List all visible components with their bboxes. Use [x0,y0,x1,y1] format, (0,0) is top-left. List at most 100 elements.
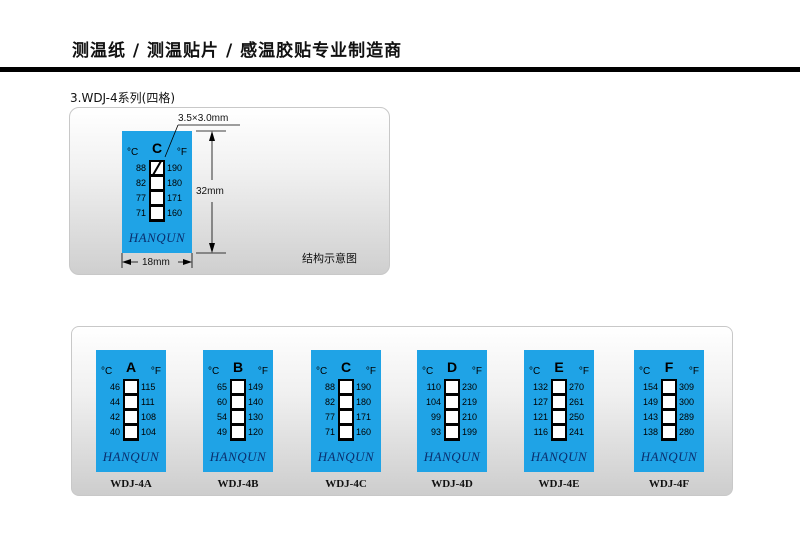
indicator-cell [553,411,565,423]
product-series-panel [71,326,733,496]
celsius-value: 44 [109,397,120,407]
celsius-value: 93 [430,427,441,437]
fahrenheit-value: 309 [679,382,695,392]
indicator-cell [125,396,137,408]
celsius-value: 154 [642,382,658,392]
fahrenheit-value: 171 [356,412,372,422]
fahrenheit-column: 190 180 171 160 [167,161,189,221]
celsius-unit: °C [101,366,113,377]
fahrenheit-value: 289 [679,412,695,422]
indicator-cell [663,396,675,408]
fahrenheit-value: 280 [679,427,695,437]
fahrenheit-value: 270 [569,382,585,392]
grade-letter: D [446,359,458,375]
indicator-cell [232,411,244,423]
celsius-unit: °C [422,366,434,377]
model-caption: WDJ-4B [217,478,259,490]
celsius-unit: °C [529,366,541,377]
indicator-cell [232,396,244,408]
fahrenheit-unit: °F [471,366,482,377]
indicator-cell [553,381,565,393]
height-dimension: 32mm [196,186,224,197]
brand-logo: HANQUN [317,449,375,464]
celsius-value: 40 [109,427,120,437]
celsius-unit: °C [639,366,651,377]
fahrenheit-unit: °F [176,147,187,158]
brand-logo: HANQUN [128,230,186,245]
indicator-cells [230,379,246,441]
width-dimension: 18mm [142,257,170,268]
celsius-value: 99 [430,412,441,422]
title-rule [0,67,800,72]
celsius-value: 138 [642,427,658,437]
fahrenheit-unit: °F [365,366,376,377]
brand-logo: HANQUN [640,449,698,464]
fahrenheit-value: 219 [462,397,478,407]
model-caption: WDJ-4A [110,478,152,490]
page-title: 测温纸 / 测温贴片 / 感温胶贴专业制造商 [72,41,403,61]
diagram-label-card: °C C °F 88 82 77 71 190 180 171 160 HANQ… [122,131,192,253]
indicator-cell [125,381,137,393]
celsius-value: 54 [216,412,227,422]
indicator-cell [151,177,163,189]
celsius-value: 82 [135,178,146,188]
indicator-cell [663,426,675,438]
celsius-unit: °C [316,366,328,377]
indicator-cell [663,381,675,393]
fahrenheit-value: 160 [356,427,372,437]
indicator-cell [151,192,163,204]
fahrenheit-value: 250 [569,412,585,422]
indicator-cell [340,411,352,423]
grade-letter: F [664,359,674,375]
indicator-cell [232,381,244,393]
indicator-cell [151,162,163,174]
indicator-cell [125,411,137,423]
window-marker [152,162,162,174]
celsius-unit: °C [127,147,139,158]
fahrenheit-value: 261 [569,397,585,407]
celsius-value: 77 [324,412,335,422]
fahrenheit-value: 104 [141,427,157,437]
celsius-value: 110 [426,382,441,392]
fahrenheit-value: 230 [462,382,478,392]
fahrenheit-unit: °F [150,366,161,377]
model-caption: WDJ-4D [431,478,473,490]
fahrenheit-value: 111 [141,397,155,407]
celsius-value: 88 [324,382,335,392]
indicator-cell [446,396,458,408]
fahrenheit-value: 171 [167,193,183,203]
model-caption: WDJ-4E [538,478,580,490]
fahrenheit-value: 108 [141,412,157,422]
celsius-value: 121 [532,412,548,422]
celsius-value: 77 [135,193,146,203]
grade-letter: B [232,359,244,375]
model-caption: WDJ-4F [648,478,690,490]
fahrenheit-unit: °F [578,366,589,377]
celsius-value: 71 [135,208,146,218]
fahrenheit-value: 140 [248,397,264,407]
celsius-value: 132 [532,382,548,392]
indicator-cells [123,379,139,441]
indicator-cells [551,379,567,441]
fahrenheit-value: 190 [356,382,372,392]
grade-letter: C [340,359,352,375]
indicator-cells [149,160,165,222]
section-title: 3.WDJ-4系列(四格) [70,91,175,105]
fahrenheit-value: 180 [356,397,372,407]
fahrenheit-unit: °F [257,366,268,377]
celsius-column: 88 82 77 71 [126,161,146,221]
model-caption: WDJ-4C [325,478,367,490]
indicator-cell [553,426,565,438]
celsius-value: 82 [324,397,335,407]
indicator-cells [444,379,460,441]
